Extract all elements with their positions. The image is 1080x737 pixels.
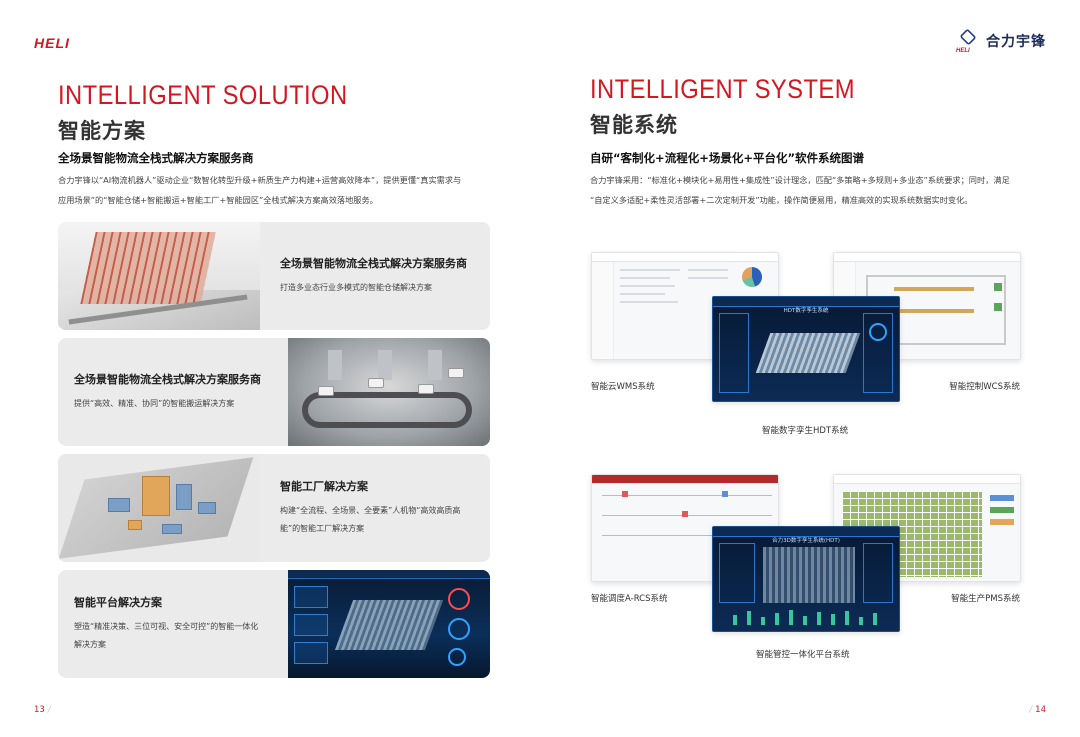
card-text: 智能工厂解决方案 构建“全流程、全场景、全要素”人机物“高效高质高 能”的智能工… (276, 454, 486, 562)
right-para-line-2: “自定义多适配+柔性灵活部署+二次定制开发”功能，操作简便易用，精准高效的实现系… (590, 195, 973, 205)
page-number-14: 14 (1035, 705, 1046, 715)
left-para-line-1: 合力宇锋以“AI物流机器人”驱动企业“数智化转型升级+新质生产力构建+运营高效降… (58, 175, 462, 185)
left-title-cn: 智能方案 (58, 119, 146, 143)
left-title-en: INTELLIGENT SOLUTION (58, 80, 348, 110)
card-desc: 打造多业态行业多模式的智能仓储解决方案 (280, 283, 432, 292)
right-subhead: 自研“客制化+流程化+场景化+平台化”软件系统图谱 (590, 151, 865, 165)
page-number-right: /14 (1026, 705, 1046, 715)
pms-label: 智能生产PMS系统 (951, 594, 1020, 604)
rcs-label: 智能调度A-RCS系统 (591, 594, 668, 604)
right-title-en: INTELLIGENT SYSTEM (590, 74, 855, 104)
left-title-block: INTELLIGENT SOLUTION 智能方案 (58, 82, 387, 145)
heli-logo-left: HELI (34, 35, 70, 51)
factory-image (58, 454, 260, 562)
left-paragraph: 合力宇锋以“AI物流机器人”驱动企业“数智化转型升级+新质生产力构建+运营高效降… (58, 170, 498, 210)
card-desc-line-1: 塑造“精准决策、三位可视、安全可控”的智能一体化 (74, 622, 259, 631)
right-para-line-1: 合力宇锋采用：“标准化+模块化+易用性+集成性”设计理念，匹配“多策略+多规则+… (590, 175, 1010, 185)
left-para-line-2: 应用场景”的“智能仓储+智能搬运+智能工厂+智能园区”全栈式解决方案高效落地服务… (58, 195, 378, 205)
right-title-block: INTELLIGENT SYSTEM 智能系统 (590, 76, 891, 139)
logo-sub-text: HELI (956, 48, 970, 54)
heli-logo-right: HELI 合力宇锋 (956, 28, 1046, 54)
page-number-13: 13 (34, 705, 45, 715)
solution-card-warehouse[interactable]: 全场景智能物流全栈式解决方案服务商 打造多业态行业多模式的智能仓储解决方案 (58, 222, 490, 330)
wms-label: 智能云WMS系统 (591, 382, 655, 392)
solution-card-factory[interactable]: 智能工厂解决方案 构建“全流程、全场景、全要素”人机物“高效高质高 能”的智能工… (58, 454, 490, 562)
hdt-screenshot: HDT数字孪生系统 (712, 296, 900, 402)
platform-label: 智能管控一体化平台系统 (756, 650, 850, 660)
platform-dashboard-image (288, 570, 490, 678)
hdt-label: 智能数字孪生HDT系统 (762, 426, 849, 436)
card-title: 全场景智能物流全栈式解决方案服务商 (74, 373, 261, 386)
warehouse-image (58, 222, 260, 330)
left-subhead: 全场景智能物流全栈式解决方案服务商 (58, 151, 254, 165)
solution-card-transport[interactable]: 全场景智能物流全栈式解决方案服务商 提供“高效、精准、协同”的智能搬运解决方案 (58, 338, 490, 446)
solution-card-platform[interactable]: 智能平台解决方案 塑造“精准决策、三位可视、安全可控”的智能一体化 解决方案 (58, 570, 490, 678)
page-sep-right: / (1029, 705, 1033, 715)
right-paragraph: 合力宇锋采用：“标准化+模块化+易用性+集成性”设计理念，匹配“多策略+多规则+… (590, 170, 1030, 210)
card-desc-line-1: 构建“全流程、全场景、全要素”人机物“高效高质高 (280, 506, 461, 515)
platform-screenshot: 合力3D数字孪生系统(HDT) (712, 526, 900, 632)
card-text: 全场景智能物流全栈式解决方案服务商 提供“高效、精准、协同”的智能搬运解决方案 (70, 338, 280, 446)
agv-image (288, 338, 490, 446)
card-text: 智能平台解决方案 塑造“精准决策、三位可视、安全可控”的智能一体化 解决方案 (70, 570, 280, 678)
right-title-cn: 智能系统 (590, 113, 678, 137)
page-sep-left: / (47, 705, 51, 715)
card-title: 全场景智能物流全栈式解决方案服务商 (280, 257, 467, 270)
heli-cube-icon: HELI (956, 28, 980, 54)
card-text: 全场景智能物流全栈式解决方案服务商 打造多业态行业多模式的智能仓储解决方案 (276, 222, 486, 330)
card-desc-line-2: 能”的智能工厂解决方案 (280, 524, 365, 533)
card-desc-line-2: 解决方案 (74, 640, 106, 649)
logo-cn-text: 合力宇锋 (986, 34, 1046, 50)
card-title: 智能工厂解决方案 (280, 480, 368, 493)
card-title: 智能平台解决方案 (74, 596, 162, 609)
hdt-screen-title: HDT数字孪生系统 (783, 308, 829, 314)
card-desc: 提供“高效、精准、协同”的智能搬运解决方案 (74, 399, 235, 408)
platform-screen-title: 合力3D数字孪生系统(HDT) (772, 538, 840, 544)
wcs-label: 智能控制WCS系统 (949, 382, 1020, 392)
page-number-left: 13/ (34, 705, 54, 715)
